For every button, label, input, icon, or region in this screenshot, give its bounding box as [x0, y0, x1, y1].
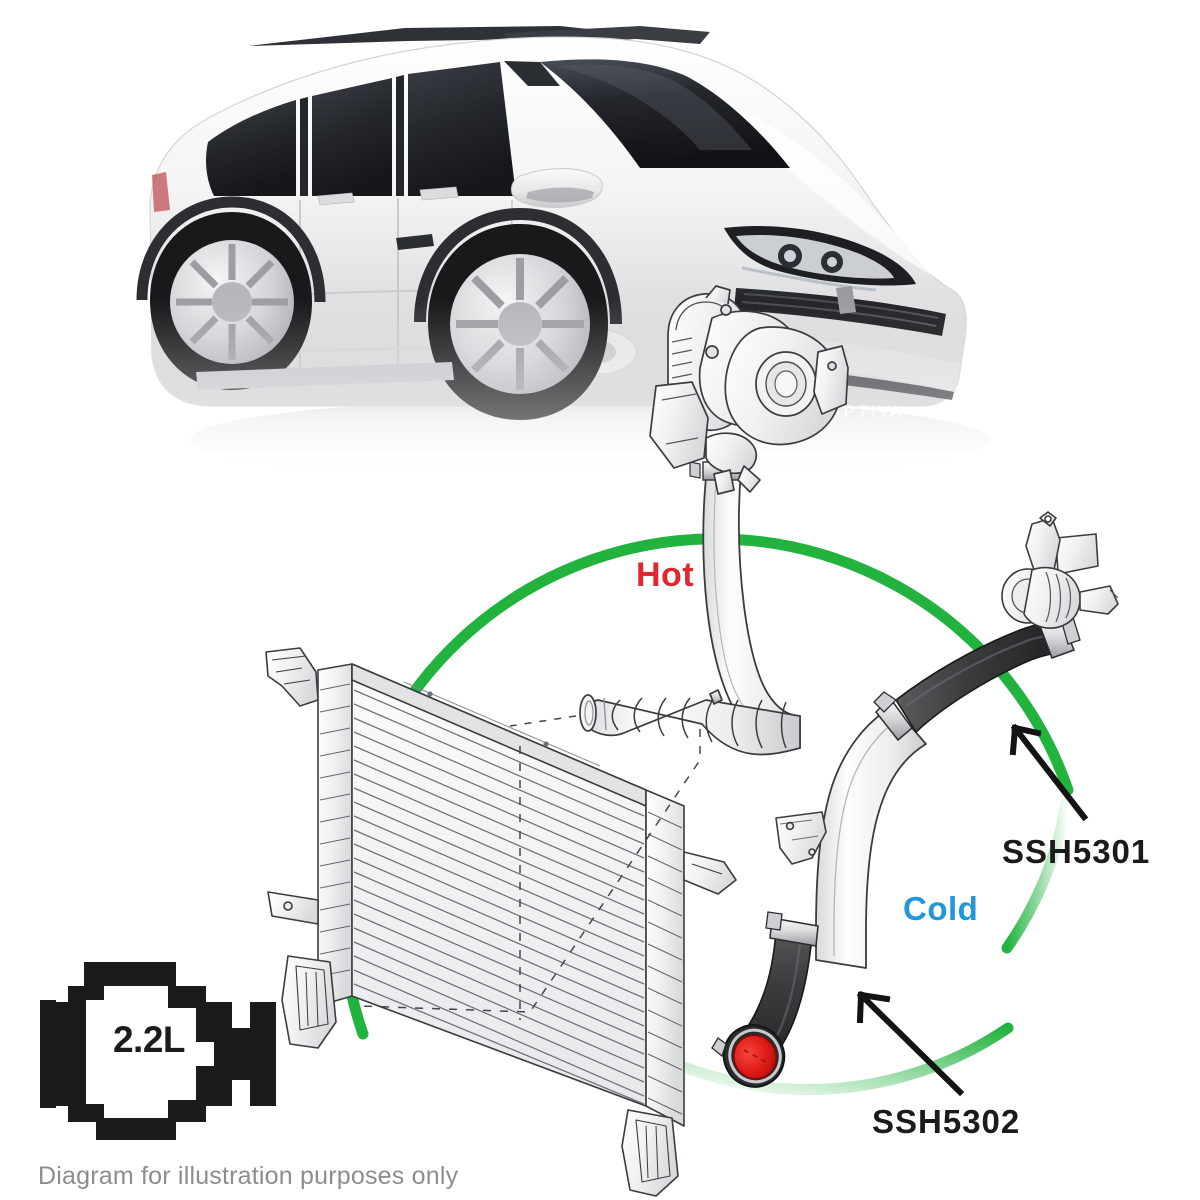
bellows-dash — [509, 715, 577, 727]
door-handle-front — [419, 186, 459, 201]
lower-hose-clamp-screw — [711, 1037, 727, 1058]
arrow-line-ssh5302 — [856, 990, 965, 1097]
cold-flow-label: Cold — [903, 890, 979, 927]
turbocharger — [649, 285, 849, 495]
bracket-right — [683, 851, 737, 895]
lower-hose-clamp-upper — [765, 911, 819, 947]
valve-flange-plate — [1055, 533, 1099, 575]
turbo-port — [737, 465, 761, 493]
windshield-reflection — [556, 64, 752, 150]
cold-pipe-bracket — [775, 811, 827, 865]
ring-fade-right — [1001, 784, 1074, 954]
wheel-arch-front — [414, 207, 622, 325]
intercooler-right-tank — [645, 789, 685, 1127]
tail-light — [152, 172, 170, 212]
red-end-cap — [732, 1034, 778, 1080]
rear-door-glass — [312, 78, 392, 196]
bracket-lower-left — [267, 891, 319, 925]
valve-spigot — [1079, 585, 1119, 615]
ring-lower-segment — [670, 1022, 1014, 1096]
turbo-stud — [705, 285, 731, 305]
photo-fade-overlay — [0, 300, 1200, 600]
side-repeater — [396, 234, 434, 250]
drl-strip — [741, 266, 877, 292]
intercooler — [265, 647, 737, 1197]
arrow-head-b-ssh5301 — [1009, 724, 1019, 756]
engine-displacement-label: 2.2L — [112, 1019, 186, 1060]
windshield — [540, 59, 790, 168]
lower-rubber-hose — [711, 911, 819, 1088]
part-number-ssh5301: SSH5301 — [1002, 833, 1151, 870]
headlight-lens — [736, 234, 894, 279]
valve-collar — [1023, 566, 1081, 629]
roof-rail-left — [248, 26, 625, 46]
b-pillar — [396, 75, 404, 196]
lower-hose-end-ring — [711, 1024, 786, 1088]
dash-connector — [359, 712, 701, 1013]
disclaimer-text: Diagram for illustration purposes only — [38, 1162, 459, 1190]
upper-hose-clamp-left — [873, 691, 914, 742]
hot-flow-label: Hot — [636, 556, 695, 594]
cold-side-pipe — [775, 705, 927, 969]
c-pillar — [300, 97, 308, 196]
arrow-head-a-ssh5302 — [857, 991, 891, 1003]
headlight-projector-1-inner — [784, 250, 796, 262]
turbo-sensor — [713, 469, 735, 495]
bracket-upper-left — [265, 647, 319, 707]
wheel-arch-rear — [136, 196, 326, 303]
turbo-inlet-neck — [649, 381, 709, 469]
headlight-projector-2-inner — [827, 257, 837, 267]
turbo-flange — [813, 345, 849, 415]
corrugated-bellows — [509, 689, 801, 756]
rear-quarter-glass — [206, 100, 296, 196]
arrow-head-b-ssh5302 — [856, 991, 865, 1024]
mirror-glass — [526, 187, 594, 203]
part-number-ssh5302: SSH5302 — [872, 1103, 1021, 1140]
arrow-head-a-ssh5301 — [1011, 724, 1042, 737]
front-door-glass — [408, 62, 516, 196]
intercooler-foot-right — [621, 1109, 679, 1197]
turbo-actuator — [705, 432, 757, 475]
a-pillar — [504, 61, 560, 86]
arrow-line-ssh5301 — [1010, 723, 1089, 822]
door-handle-rear — [317, 192, 355, 206]
hot-clamp-screw — [689, 461, 701, 479]
throttle-valve — [1001, 511, 1119, 629]
